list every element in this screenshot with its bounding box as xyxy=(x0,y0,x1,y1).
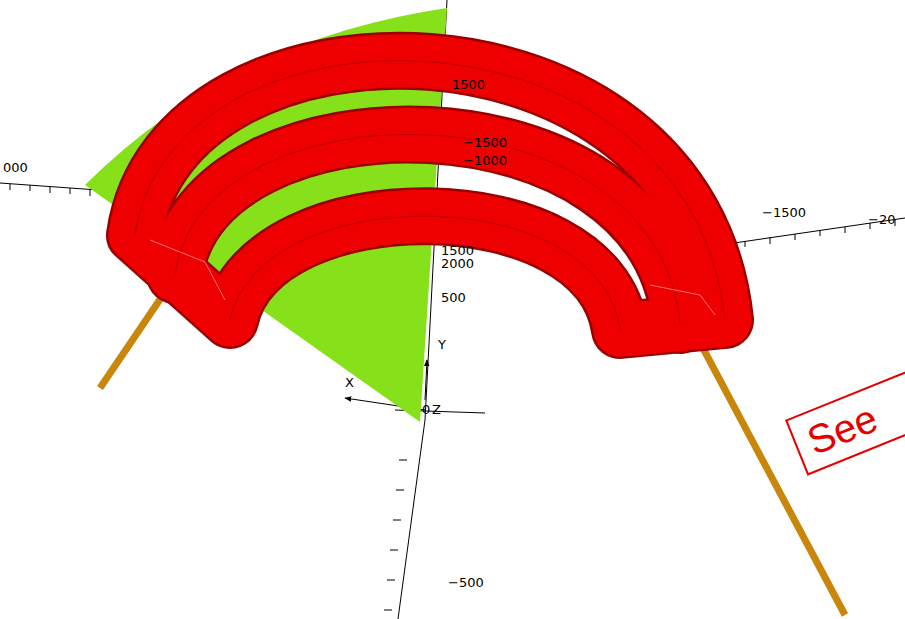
axis-label: 500 xyxy=(441,291,466,304)
coil-end-detail xyxy=(150,240,715,315)
stamp-box: See xyxy=(785,365,905,476)
axis-label: 1500 xyxy=(441,244,474,257)
axis-label: −1500 xyxy=(762,206,806,219)
axis-label: 0 xyxy=(422,403,430,416)
coil-mesh xyxy=(135,61,725,330)
axis-label: 000 xyxy=(3,161,28,174)
axis-label: 2000 xyxy=(441,257,474,270)
coil-band xyxy=(175,134,680,325)
axis-label: −20 xyxy=(868,213,895,226)
axis-label: −1000 xyxy=(463,154,507,167)
coil-edge xyxy=(135,61,725,330)
axis-label: Y xyxy=(438,338,446,351)
axis-label: X xyxy=(345,376,354,389)
axis-label: Z xyxy=(432,403,441,416)
coil-band xyxy=(135,61,725,330)
stamp-text: See xyxy=(802,397,883,461)
axis-label: 1500 xyxy=(452,78,485,91)
axis-label: −500 xyxy=(448,576,484,589)
axis-label: −1500 xyxy=(463,136,507,149)
